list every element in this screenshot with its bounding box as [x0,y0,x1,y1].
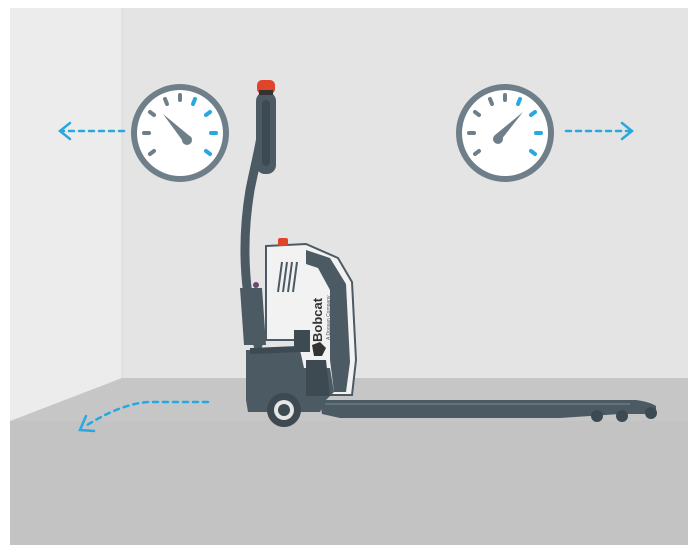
lower-chassis [246,350,334,412]
front-skirt [306,360,330,396]
brand-name: Bobcat [310,297,325,342]
side-wall [10,8,122,421]
right-arrow [564,121,635,141]
tiller-bracket [240,288,266,345]
side-panel [306,250,350,392]
left-gauge-ticks [142,93,182,156]
brand-tagline: A Doosan Company [326,295,332,340]
right-gauge-ticks [467,93,507,156]
bobcat-logo: Bobcat A Doosan Company [310,295,332,356]
right-gauge-needle [495,112,523,140]
floor-front-band [10,421,688,545]
vent-slots [277,261,298,293]
left-gauge [131,84,229,182]
fork-roller [591,410,603,422]
pallet-truck: Bobcat A Doosan Company [240,80,657,427]
tiller-grip-inner [262,100,270,166]
right-gauge [456,84,554,182]
fork-roller [616,410,628,422]
chassis-trim [250,346,300,354]
left-gauge-ticks-blue [191,97,218,156]
floor-arrow [78,400,210,433]
left-arrow [57,121,126,141]
right-gauge-ticks-blue [516,97,543,156]
bobcat-head-icon [312,342,326,356]
red-button [278,238,288,246]
fork-roller [645,407,657,419]
